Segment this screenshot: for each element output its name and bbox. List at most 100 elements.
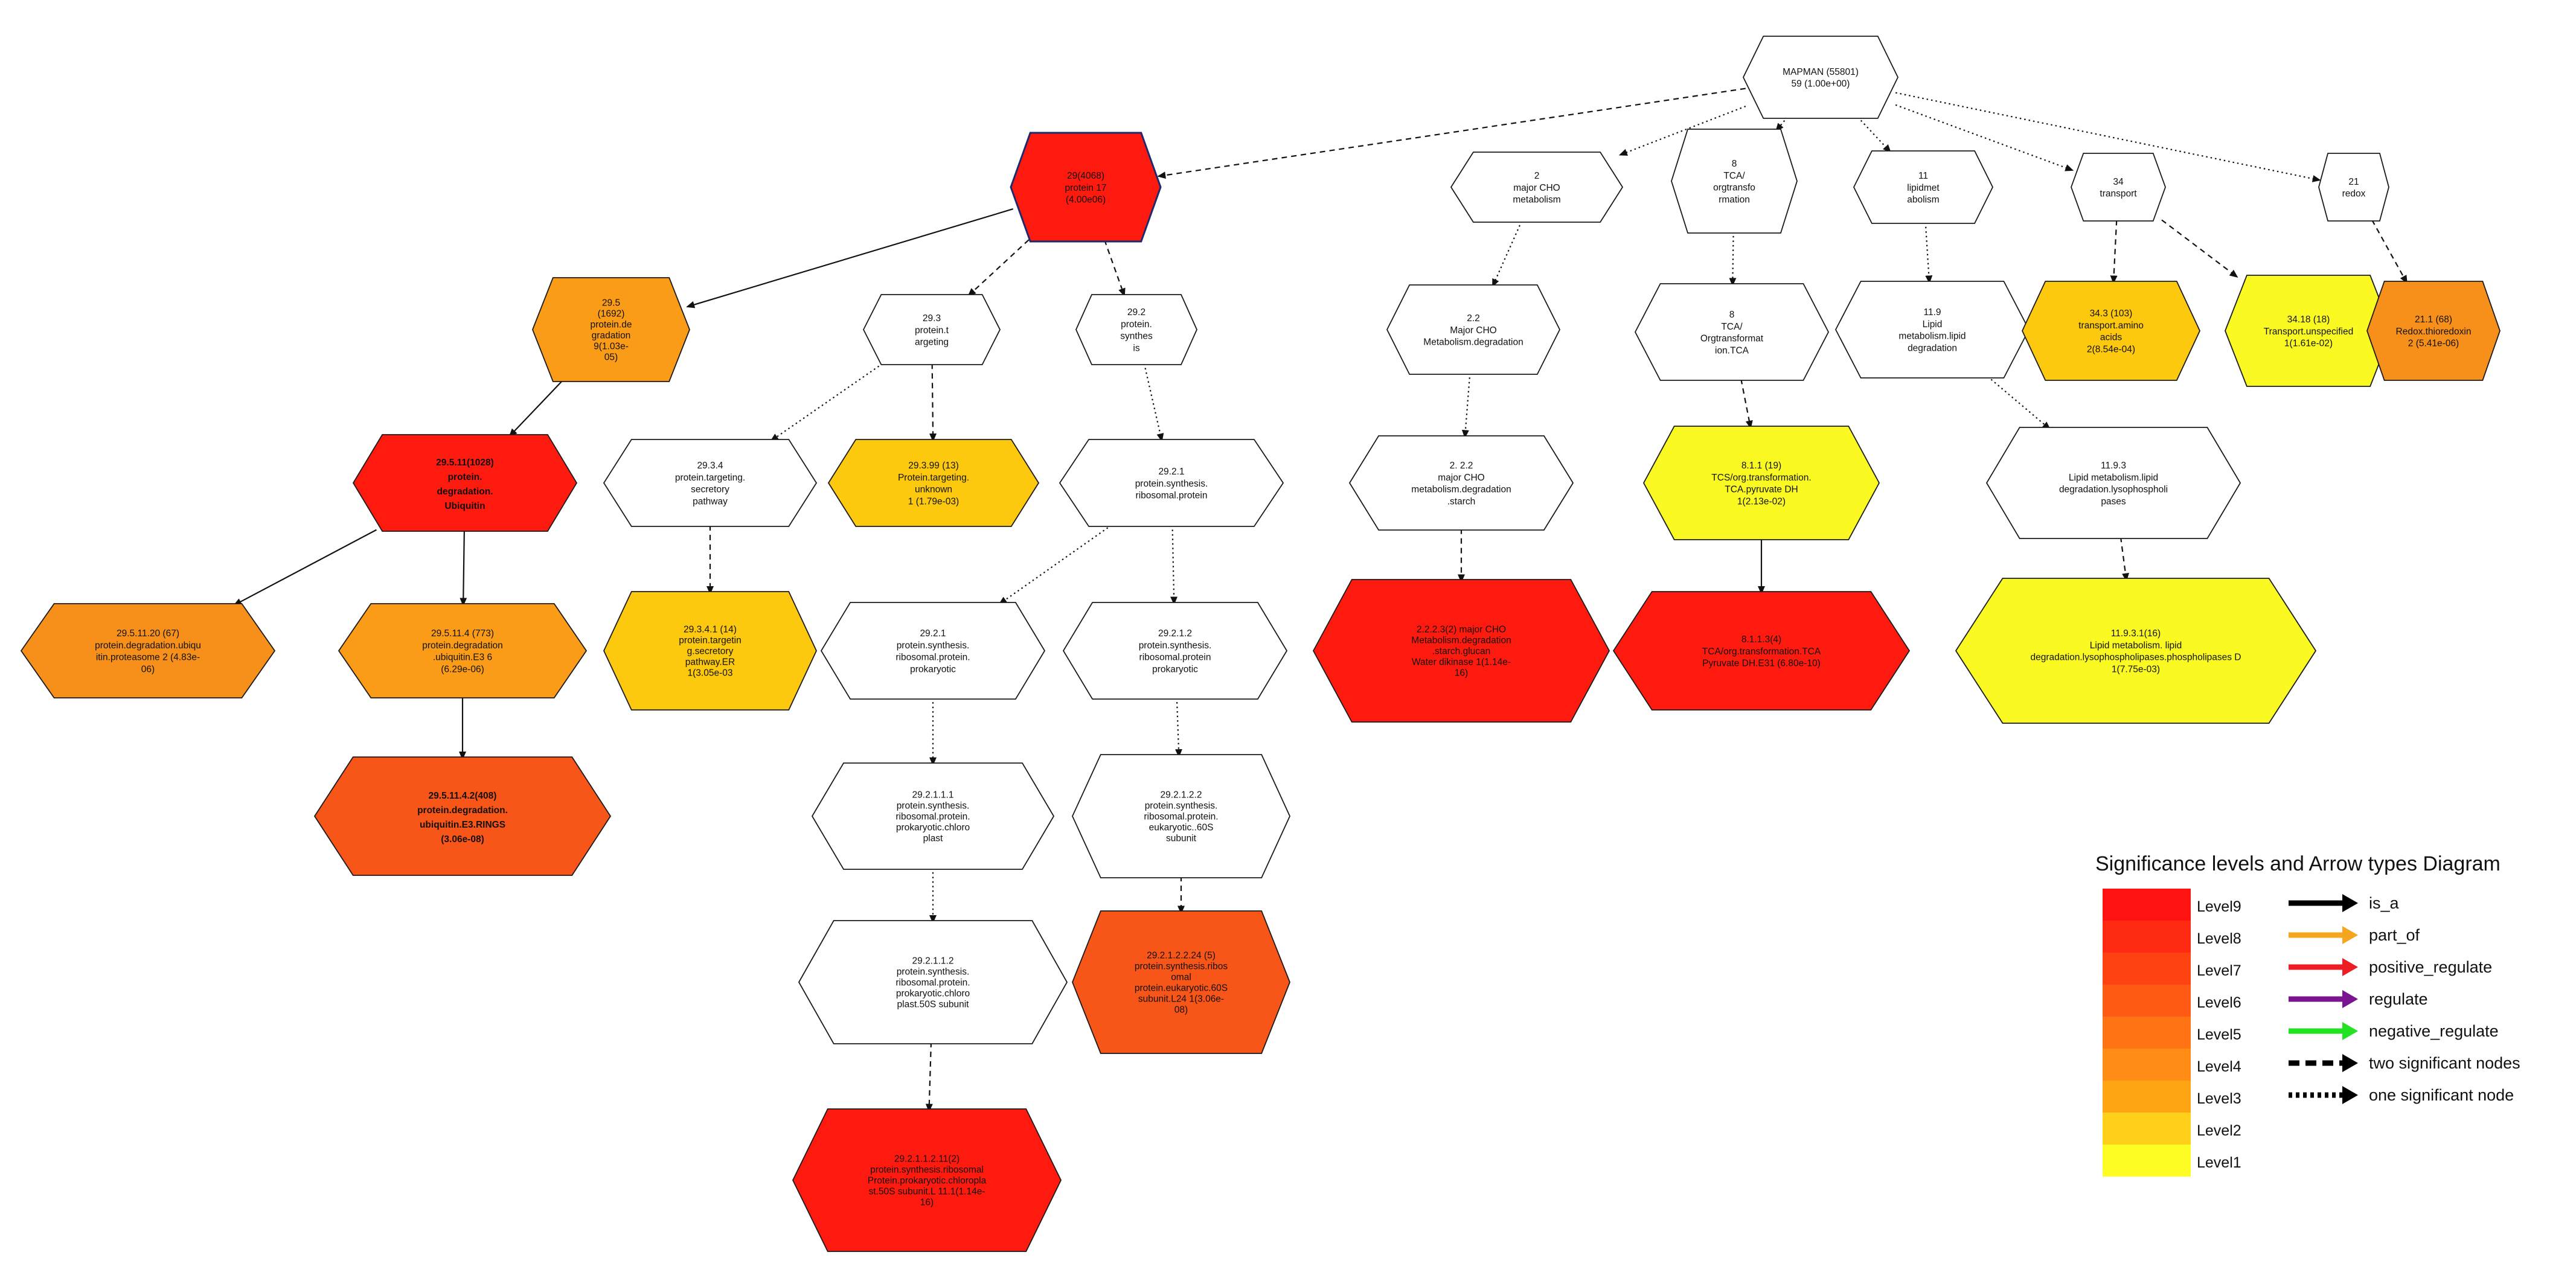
node-label-line: Transport.unspecified [2264,327,2353,337]
node-hexagon [1062,602,1288,700]
node-label-line: 8.1.1 (19) [1741,461,1781,471]
node-label-line: acids [2100,333,2122,343]
node-label-line: transport.amino [2078,321,2144,331]
node-hexagon [1642,426,1880,540]
node-label-line: argeting [915,337,949,348]
legend-arrows: is_apart_ofpositive_regulateregulatenega… [2289,894,2520,1104]
node-hexagon [811,762,1055,870]
node-label-line: 29.3.4 [697,461,723,471]
legend-arrow-head [2342,894,2358,912]
node-label-line: 29.2.1 [1158,467,1184,477]
node-label-line: Ubiquitin [444,501,485,511]
node-label-line: pases [2101,496,2126,506]
node-8-1-1[interactable]: 8.1.1 (19)TCS/org.transformation.TCA.pyr… [1642,426,1880,540]
node-label: 8.1.1 (19)TCS/org.transformation.TCA.pyr… [1711,461,1811,506]
node-29-5-11-4[interactable]: 29.5.11.4 (773)protein.degradation.ubiqu… [338,603,588,698]
node-label-line: 9(1.03e- [594,341,629,351]
edge-dashed [2371,219,2408,284]
node-label-line: 16) [1455,668,1468,678]
node-label-line: .ubiquitin.E3 6 [433,653,492,663]
node-hexagon [338,603,588,698]
node-label-line: 29.5.11.20 (67) [117,628,179,639]
node-label: 29.5.11.20 (67)protein.degradation.ubiqu… [95,628,201,674]
node-label-line: 08) [1174,1005,1188,1015]
node-label-line: ribosomal.protein. [1144,811,1218,822]
node-label-line: 29.2.1.2.2 [1161,790,1202,800]
level-swatch [2103,921,2191,953]
node-hexagon [2318,153,2389,222]
node-hexagon [1072,754,1290,878]
node-label-line: metabolism.lipid [1898,331,1966,342]
node-29-5-11-20[interactable]: 29.5.11.20 (67)protein.degradation.ubiqu… [20,603,276,698]
node-label-line: pathway [693,496,728,506]
node-label-line: Protein.prokaryotic.chloropla [868,1175,987,1186]
node-29-2-1-1-2-11[interactable]: 29.2.1.1.2.11(2)protein.synthesis.riboso… [792,1108,1062,1252]
edge-dotted [1729,231,1737,287]
level-label: Level6 [2197,994,2241,1011]
level-label: Level8 [2197,930,2241,947]
node-label-line: (1692) [598,308,625,319]
node-label-line: 34.18 (18) [2287,315,2330,325]
edge-solid [460,529,467,607]
node-label-line: plast.50S subunit [897,999,970,1009]
node-label-line: TCA.pyruvate DH [1725,485,1798,495]
node-label-line: Protein.targeting. [898,473,969,483]
node-hexagon [1072,910,1290,1054]
node-label-line: metabolism.degradation [1411,485,1511,495]
edges-layer [233,88,2408,1113]
node-29-5-11-4-2[interactable]: 29.5.11.4.2(408)protein.degradation.ubiq… [313,756,612,876]
node-label-line: 29.2.1 [920,628,946,639]
node-label-line: protein.synthesis. [1145,800,1218,811]
node-29[interactable]: 29(4068)protein 17(4.00e06) [1010,132,1162,243]
node-label-line: prokaryotic [910,664,956,674]
node-mapman[interactable]: MAPMAN (55801)59 (1.00e+00) [1742,36,1899,119]
node-hexagon [2366,281,2501,381]
node-29-2-1-2-2-24[interactable]: 29.2.1.2.2.24 (5)protein.synthesis.ribos… [1072,910,1290,1054]
node-label-line: 29.2.1.2.2.24 (5) [1147,950,1216,960]
legend-arrow-head [2342,1086,2358,1104]
node-29-5-11[interactable]: 29.5.11(1028)protein.degradation.Ubiquit… [352,434,578,532]
legend-arrow-head [2342,926,2358,944]
node-label-line: degradation. [437,487,493,497]
node-label-line: ribosomal.protein [1136,491,1208,501]
node-label-line: 34 [2113,177,2124,187]
node-hexagon [1059,439,1284,527]
legend-arrow-label: positive_regulate [2369,958,2492,976]
node-label-line: protein.de [591,319,632,330]
node-label-line: plast [923,833,943,843]
